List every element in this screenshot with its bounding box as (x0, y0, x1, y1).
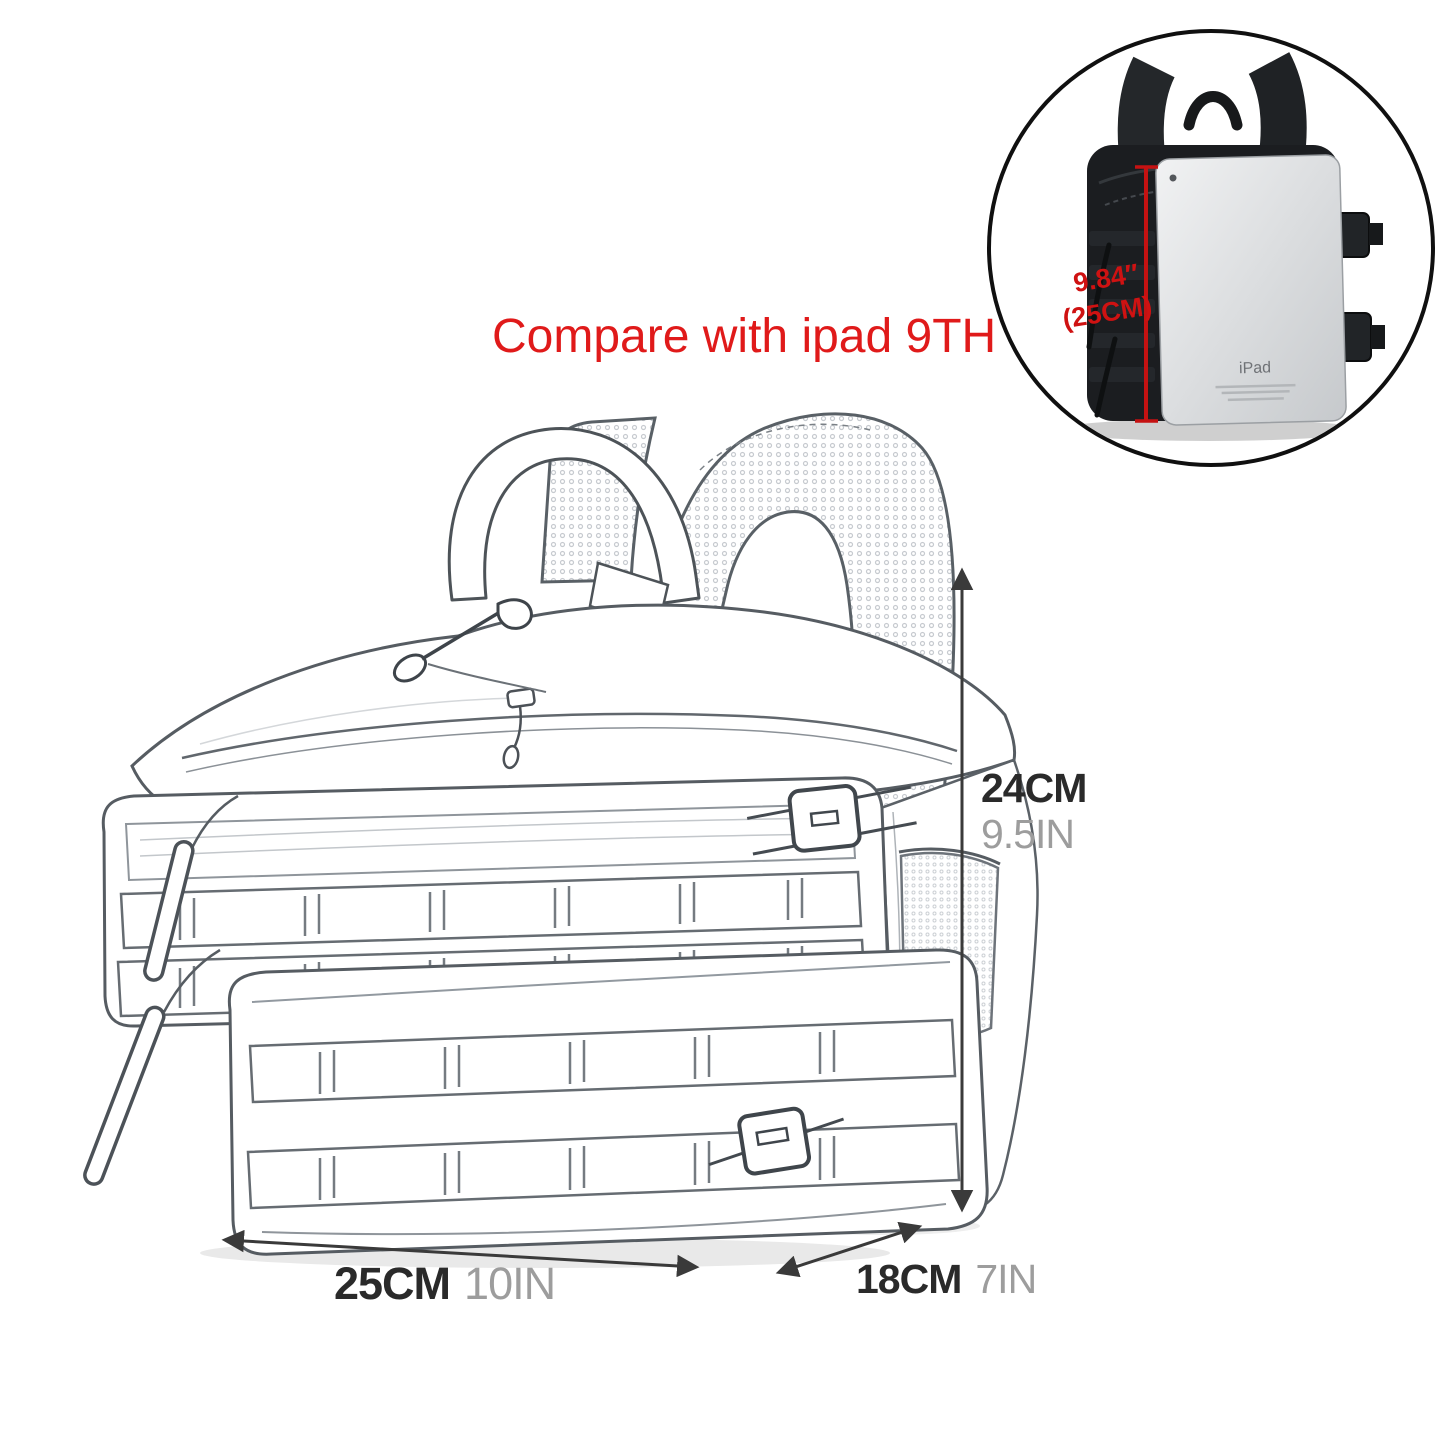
ipad-label: iPad (1239, 359, 1271, 377)
width-inch: 10IN (464, 1258, 556, 1309)
height-inch: 9.5IN (981, 810, 1075, 857)
bag-top-lid (130, 603, 1017, 819)
inset-photo: iPad 9.84″ (25CM) (1057, 52, 1385, 441)
ipad-camera-icon (1169, 174, 1177, 182)
inset-handle (1183, 91, 1243, 131)
side-buckle-upper (746, 784, 917, 856)
lower-front-pocket (227, 948, 989, 1256)
carabiner-clip-icon (392, 598, 547, 693)
depth-cm: 18CM (856, 1256, 962, 1302)
depth-inch: 7IN (975, 1256, 1037, 1302)
photo-shadow (1057, 419, 1361, 441)
inset-measurement-line (1135, 165, 1158, 423)
inset-ipad: iPad (1155, 154, 1347, 426)
height-dimension-label: 24CM 9.5IN (981, 765, 1087, 858)
height-cm: 24CM (981, 765, 1087, 811)
depth-dimension-label: 18CM 7IN (856, 1256, 1037, 1303)
compare-title: Compare with ipad 9TH (492, 310, 997, 363)
dimension-arrows (221, 567, 974, 1278)
side-buckle-lower (708, 1106, 845, 1176)
zipper-slider (502, 687, 536, 770)
depth-dimension-arrow (775, 1221, 923, 1278)
width-dimension-label: 25CM 10IN (334, 1258, 556, 1310)
zipper-pulls-left (83, 794, 239, 1186)
width-cm: 25CM (334, 1258, 451, 1309)
width-dimension-arrow (221, 1229, 700, 1278)
inset-photo-circle: iPad 9.84″ (25CM) (987, 29, 1435, 467)
